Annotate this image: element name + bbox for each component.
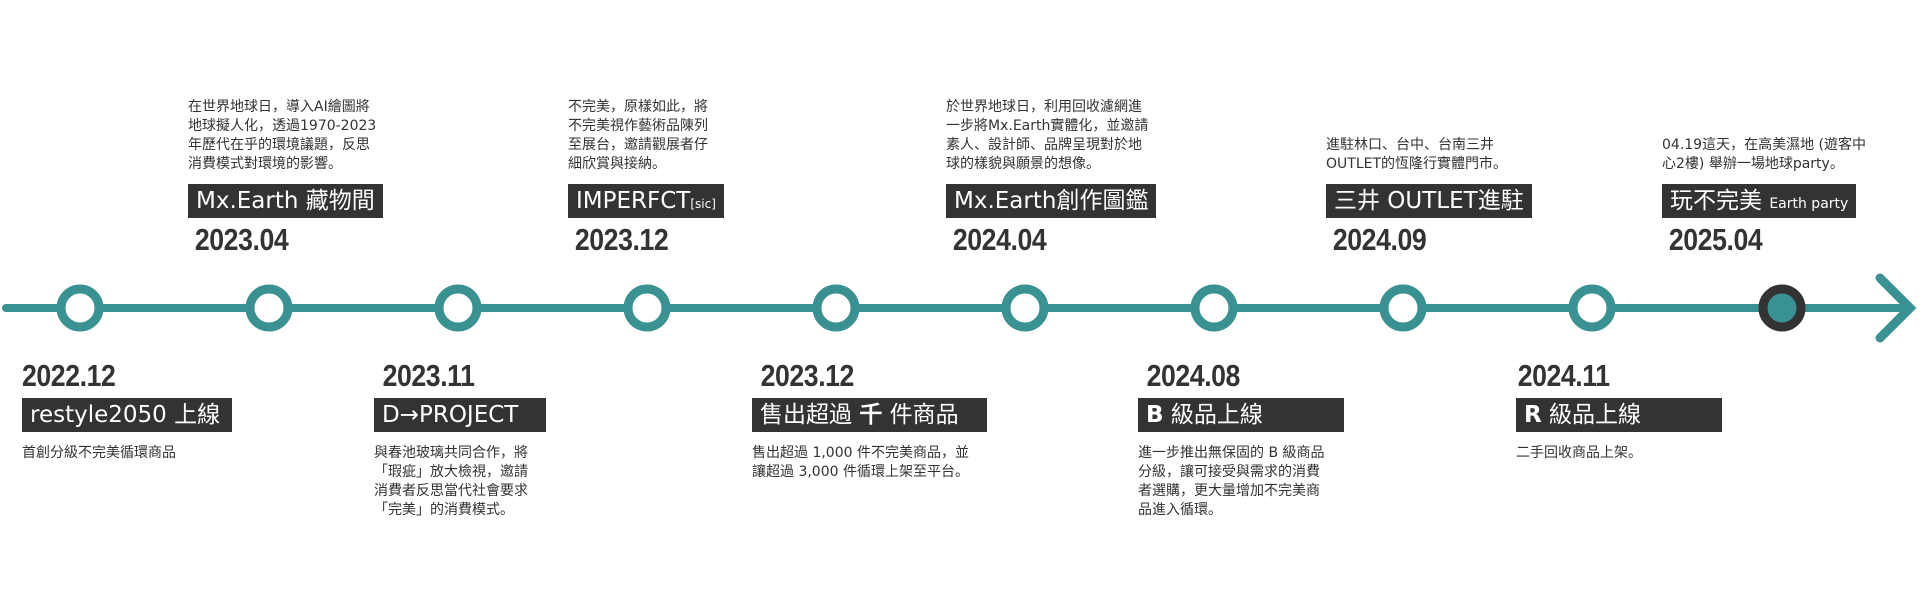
event-title: 玩不完美 Earth party	[1662, 184, 1857, 218]
event-2023-11: 2023.11 D→PROJECT 與春池玻璃共同合作，將 「瑕疵」放大檢視，邀…	[374, 358, 604, 520]
event-description: 在世界地球日，導入AI繪圖將 地球擬人化，透過1970-2023 年歷代在乎的環…	[188, 99, 377, 172]
event-description: 04.19這天，在高美濕地 (遊客中 心2樓) 舉辦一場地球party。	[1662, 137, 1866, 172]
event-title: Mx.Earth 藏物間	[188, 184, 383, 218]
event-date: 2023.12	[760, 358, 855, 393]
event-title: IMPERFCT[sic]	[568, 184, 724, 218]
event-description: 進駐林口、台中、台南三井 OUTLET的恆隆行實體門市。	[1326, 137, 1508, 172]
event-title: D→PROJECT	[374, 398, 546, 432]
timeline-node	[812, 284, 860, 332]
event-date: 2023.04	[194, 222, 289, 257]
event-title: 三井 OUTLET進駐	[1326, 184, 1532, 218]
event-date: 2024.11	[1517, 358, 1610, 393]
event-description: 與春池玻璃共同合作，將 「瑕疵」放大檢視，邀請 消費者反思當代社會要求 「完美」…	[374, 445, 528, 518]
event-2024-04: 於世界地球日，利用回收濾網進 一步將Mx.Earth實體化，並邀請 素人、設計師…	[946, 98, 1176, 258]
timeline-node	[56, 284, 104, 332]
timeline-node	[1001, 284, 1049, 332]
event-2024-09: 進駐林口、台中、台南三井 OUTLET的恆隆行實體門市。 三井 OUTLET進駐…	[1326, 136, 1556, 258]
timeline-arrow-head	[1875, 273, 1917, 343]
event-description: 二手回收商品上架。	[1516, 445, 1642, 461]
event-title: 售出超過 千 件商品	[752, 398, 987, 432]
event-date: 2023.12	[574, 222, 669, 257]
event-date: 2025.04	[1668, 222, 1763, 257]
event-2024-11: 2024.11 R 級品上線 二手回收商品上架。	[1516, 358, 1746, 463]
event-2023-04: 在世界地球日，導入AI繪圖將 地球擬人化，透過1970-2023 年歷代在乎的環…	[188, 98, 418, 258]
event-description: 售出超過 1,000 件不完美商品，並 讓超過 3,000 件循環上架至平台。	[752, 445, 969, 480]
event-2023-12-sales: 2023.12 售出超過 千 件商品 售出超過 1,000 件不完美商品，並 讓…	[752, 358, 987, 482]
event-2024-08: 2024.08 B 級品上線 進一步推出無保固的 B 級商品 分級，讓可接受與需…	[1138, 358, 1368, 520]
event-title: restyle2050 上線	[22, 398, 232, 432]
event-description: 於世界地球日，利用回收濾網進 一步將Mx.Earth實體化，並邀請 素人、設計師…	[946, 99, 1149, 172]
event-title: R 級品上線	[1516, 398, 1722, 432]
event-date: 2022.12	[22, 358, 116, 393]
timeline-node	[1190, 284, 1238, 332]
event-date: 2024.04	[952, 222, 1047, 257]
event-2023-12-imperfct: 不完美，原樣如此，將 不完美視作藝術品陳列 至展台，邀請觀展者仔 細欣賞與接納。…	[568, 98, 798, 258]
event-description: 進一步推出無保固的 B 級商品 分級，讓可接受與需求的消費 者選購，更大量增加不…	[1138, 445, 1325, 518]
timeline-node	[1568, 284, 1616, 332]
event-title: B 級品上線	[1138, 398, 1344, 432]
event-description: 首創分級不完美循環商品	[22, 445, 176, 461]
timeline-node-current	[1758, 284, 1806, 332]
timeline-node	[623, 284, 671, 332]
event-date: 2024.09	[1332, 222, 1427, 257]
timeline-node	[434, 284, 482, 332]
event-date: 2024.08	[1146, 358, 1241, 393]
timeline-node	[245, 284, 293, 332]
event-description: 不完美，原樣如此，將 不完美視作藝術品陳列 至展台，邀請觀展者仔 細欣賞與接納。	[568, 99, 708, 172]
timeline-node	[1379, 284, 1427, 332]
event-2025-04: 04.19這天，在高美濕地 (遊客中 心2樓) 舉辦一場地球party。 玩不完…	[1662, 136, 1892, 258]
event-2022-12: 2022.12 restyle2050 上線 首創分級不完美循環商品	[22, 358, 252, 463]
event-date: 2023.11	[382, 358, 475, 393]
timeline-nodes	[56, 284, 1806, 332]
event-title: Mx.Earth創作圖鑑	[946, 184, 1157, 218]
